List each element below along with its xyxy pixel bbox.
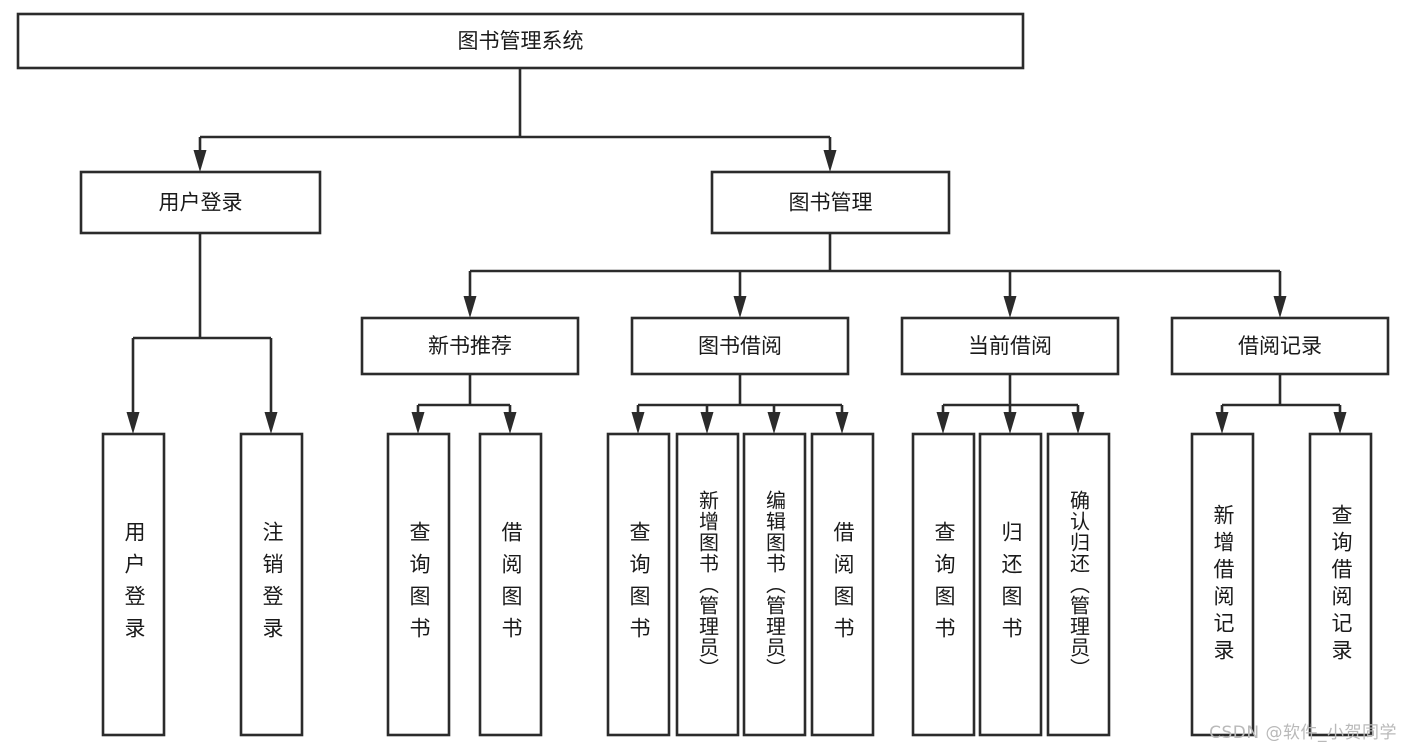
arrow-head-icon xyxy=(835,412,849,434)
arrow-head-icon xyxy=(1003,412,1017,434)
arrow-head-icon xyxy=(1071,412,1085,434)
node-box-root-0[interactable] xyxy=(16,12,1025,70)
arrow-head-icon xyxy=(1215,412,1229,434)
node-label-level2-1: 图书管理 xyxy=(789,191,873,215)
arrow-head-icon xyxy=(733,296,747,318)
node-box-leaf-5[interactable] xyxy=(675,432,740,737)
watermark: CSDN @软件_小贺同学 xyxy=(1209,723,1397,743)
connector-user-login-bus xyxy=(126,233,278,434)
connector-new-book-bus xyxy=(411,374,517,434)
connector-borrow-book-bus xyxy=(631,374,849,434)
arrow-head-icon xyxy=(193,150,207,172)
node-box-leaf-9[interactable] xyxy=(978,432,1043,737)
connector-borrow-record-bus xyxy=(1215,374,1347,434)
arrow-head-icon xyxy=(767,412,781,434)
arrow-head-icon xyxy=(1273,296,1287,318)
arrow-head-icon xyxy=(700,412,714,434)
arrow-head-icon xyxy=(503,412,517,434)
arrow-head-icon xyxy=(463,296,477,318)
node-box-leaf-3[interactable] xyxy=(478,432,543,737)
node-label-level2-0: 用户登录 xyxy=(159,191,243,215)
node-box-level3-3[interactable] xyxy=(1170,316,1390,376)
arrow-head-icon xyxy=(411,412,425,434)
arrow-head-icon xyxy=(936,412,950,434)
node-box-level2-0[interactable] xyxy=(79,170,322,235)
node-box-leaf-10[interactable] xyxy=(1046,432,1111,737)
node-label-level3-2: 当前借阅 xyxy=(968,334,1052,358)
connector-book-manage-bus xyxy=(463,233,1287,318)
box-layer xyxy=(16,12,1390,737)
node-label-root-0: 图书管理系统 xyxy=(458,29,584,53)
node-box-leaf-1[interactable] xyxy=(239,432,304,737)
arrow-head-icon xyxy=(264,412,278,434)
node-box-leaf-11[interactable] xyxy=(1190,432,1255,737)
node-label-level3-3: 借阅记录 xyxy=(1238,334,1322,358)
node-box-leaf-8[interactable] xyxy=(911,432,976,737)
node-box-level3-0[interactable] xyxy=(360,316,580,376)
node-box-level3-2[interactable] xyxy=(900,316,1120,376)
node-label-level3-0: 新书推荐 xyxy=(428,334,512,358)
arrow-head-icon xyxy=(126,412,140,434)
node-box-leaf-2[interactable] xyxy=(386,432,451,737)
connector-current-borrow-bus xyxy=(936,374,1085,434)
node-box-leaf-0[interactable] xyxy=(101,432,166,737)
node-box-leaf-12[interactable] xyxy=(1308,432,1373,737)
node-box-level2-1[interactable] xyxy=(710,170,951,235)
node-box-leaf-4[interactable] xyxy=(606,432,671,737)
arrow-head-icon xyxy=(1003,296,1017,318)
node-label-level3-1: 图书借阅 xyxy=(698,334,782,358)
arrow-head-icon xyxy=(631,412,645,434)
arrow-head-icon xyxy=(1333,412,1347,434)
connector-root-bus xyxy=(193,68,837,172)
node-box-leaf-7[interactable] xyxy=(810,432,875,737)
node-box-leaf-6[interactable] xyxy=(742,432,807,737)
arrow-head-icon xyxy=(823,150,837,172)
connector-layer xyxy=(126,68,1347,434)
node-box-level3-1[interactable] xyxy=(630,316,850,376)
